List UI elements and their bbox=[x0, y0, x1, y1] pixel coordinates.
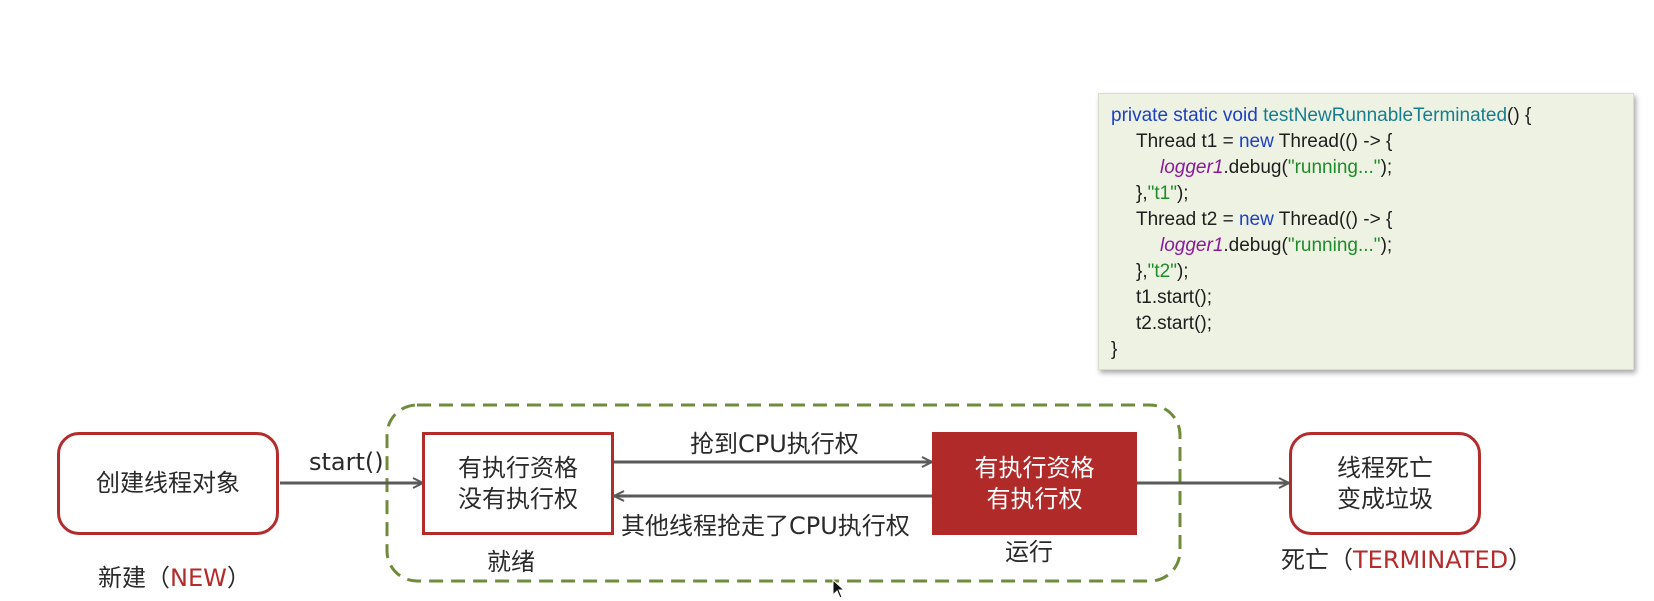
ready-state-box: 有执行资格 没有执行权 bbox=[422, 432, 614, 535]
code-string: "t1" bbox=[1147, 183, 1177, 204]
code-string: "t2" bbox=[1147, 261, 1177, 282]
code-line-4: },"t1"); bbox=[1111, 181, 1633, 207]
code-line-1: private static void testNewRunnableTermi… bbox=[1111, 103, 1633, 129]
code-text: .debug( bbox=[1223, 235, 1288, 256]
code-string: "running..." bbox=[1287, 157, 1381, 178]
code-text: ); bbox=[1380, 235, 1393, 256]
dead-caption-prefix: 死亡（ bbox=[1281, 546, 1353, 574]
running-caption: 运行 bbox=[1005, 538, 1053, 566]
code-keyword: new bbox=[1238, 209, 1274, 230]
code-text: () { bbox=[1507, 105, 1532, 126]
code-line-9: t2.start(); bbox=[1136, 313, 1213, 334]
code-text: Thread t2 = bbox=[1136, 209, 1239, 230]
terminated-caption: 死亡（TERMINATED） bbox=[1281, 546, 1532, 574]
code-text: Thread(() -> { bbox=[1273, 209, 1393, 230]
code-line-2: Thread t1 = new Thread(() -> { bbox=[1111, 129, 1633, 155]
code-line-8: t1.start(); bbox=[1136, 287, 1213, 308]
lose-cpu-label: 其他线程抢走了CPU执行权 bbox=[621, 512, 910, 540]
code-field: logger1 bbox=[1160, 157, 1224, 178]
code-line-7: },"t2"); bbox=[1111, 259, 1633, 285]
code-text: Thread(() -> { bbox=[1273, 131, 1393, 152]
dead-box-line-2: 变成垃圾 bbox=[1337, 484, 1433, 513]
runnable-group-border bbox=[385, 403, 1182, 583]
new-state-box: 创建线程对象 bbox=[57, 432, 279, 535]
code-text: }, bbox=[1136, 261, 1148, 282]
code-text: ); bbox=[1176, 183, 1189, 204]
code-line-10: } bbox=[1111, 339, 1118, 360]
code-snippet-panel: private static void testNewRunnableTermi… bbox=[1098, 93, 1634, 370]
new-state-keyword: NEW bbox=[170, 564, 227, 592]
code-line-6: logger1.debug("running..."); bbox=[1111, 233, 1633, 259]
code-method-name: testNewRunnableTerminated bbox=[1263, 105, 1508, 126]
mouse-cursor-icon bbox=[832, 579, 846, 599]
new-caption-prefix: 新建（ bbox=[98, 564, 170, 592]
dead-box-line-1: 线程死亡 bbox=[1337, 453, 1433, 482]
code-keyword: private static void bbox=[1111, 105, 1264, 126]
code-text: .debug( bbox=[1223, 157, 1288, 178]
code-text: Thread t1 = bbox=[1136, 131, 1239, 152]
grab-cpu-label: 抢到CPU执行权 bbox=[690, 430, 859, 458]
code-keyword: new bbox=[1238, 131, 1274, 152]
code-text: }, bbox=[1136, 183, 1148, 204]
ready-box-line-1: 有执行资格 bbox=[458, 453, 578, 482]
dead-caption-suffix: ） bbox=[1508, 546, 1533, 574]
code-field: logger1 bbox=[1160, 235, 1224, 256]
code-string: "running..." bbox=[1287, 235, 1381, 256]
code-text: ); bbox=[1380, 157, 1393, 178]
new-box-label: 创建线程对象 bbox=[96, 469, 240, 497]
code-text: ); bbox=[1176, 261, 1189, 282]
running-box-line-2: 有执行权 bbox=[986, 484, 1083, 513]
new-caption: 新建（NEW） bbox=[98, 564, 251, 592]
terminated-state-keyword: TERMINATED bbox=[1353, 546, 1509, 574]
running-state-box: 有执行资格 有执行权 bbox=[932, 432, 1137, 535]
start-label: start() bbox=[309, 448, 384, 476]
ready-box-line-2: 没有执行权 bbox=[458, 484, 578, 513]
new-caption-suffix: ） bbox=[226, 564, 251, 592]
code-line-5: Thread t2 = new Thread(() -> { bbox=[1111, 207, 1633, 233]
code-line-3: logger1.debug("running..."); bbox=[1111, 155, 1633, 181]
terminated-state-box: 线程死亡 变成垃圾 bbox=[1289, 432, 1481, 535]
ready-caption: 就绪 bbox=[487, 548, 535, 576]
running-box-line-1: 有执行资格 bbox=[974, 453, 1095, 482]
